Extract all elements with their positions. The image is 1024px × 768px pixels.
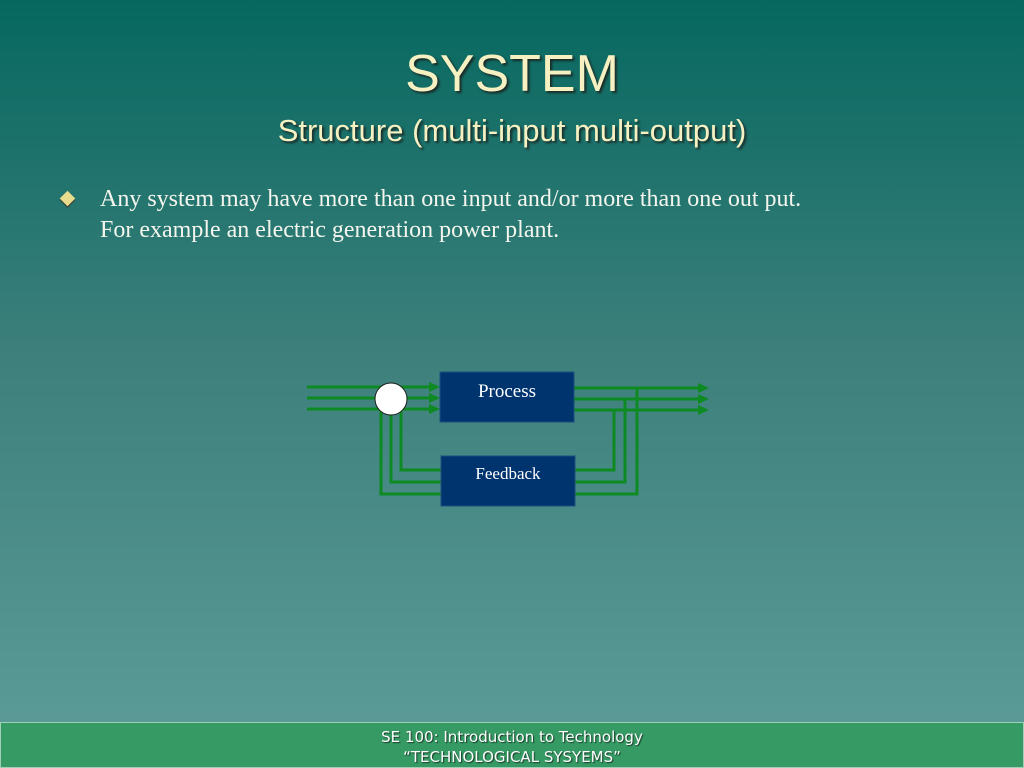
output-arrowhead-2 xyxy=(698,394,709,404)
slide-subtitle: Structure (multi-input multi-output) xyxy=(277,113,747,148)
bullet-text-line-1: Any system may have more than one input … xyxy=(100,186,802,212)
feedback-box xyxy=(440,455,576,507)
input-arrowhead-1 xyxy=(429,382,440,392)
footer-course: SE 100: Introduction to Technology xyxy=(381,728,643,746)
output-arrowhead-3 xyxy=(698,405,709,415)
feedback-loop-middle xyxy=(575,399,627,484)
bullet-text: Any system may have more than one input … xyxy=(100,184,980,246)
wires xyxy=(307,385,700,496)
footer-topic: “TECHNOLOGICAL SYSYEMS” xyxy=(403,748,621,766)
slide-title: SYSTEM xyxy=(405,45,619,103)
feedback-label: Feedback xyxy=(475,464,541,483)
output-arrowhead-1 xyxy=(698,383,709,393)
feedback-loop-inner xyxy=(575,410,616,472)
return-loop-outer xyxy=(379,410,441,496)
arrowheads xyxy=(429,382,709,415)
return-loop-inner xyxy=(399,410,441,472)
summing-junction xyxy=(374,382,408,416)
process-box xyxy=(439,371,575,423)
slide-footer: SE 100: Introduction to Technology “TECH… xyxy=(0,722,1024,768)
input-arrowhead-2 xyxy=(429,393,440,403)
input-arrowhead-3 xyxy=(429,404,440,414)
process-label: Process xyxy=(477,381,537,402)
feedback-loop-outer xyxy=(575,388,639,496)
return-loop-middle xyxy=(389,412,441,484)
bullet-text-line-2: For example an electric generation power… xyxy=(100,217,560,243)
